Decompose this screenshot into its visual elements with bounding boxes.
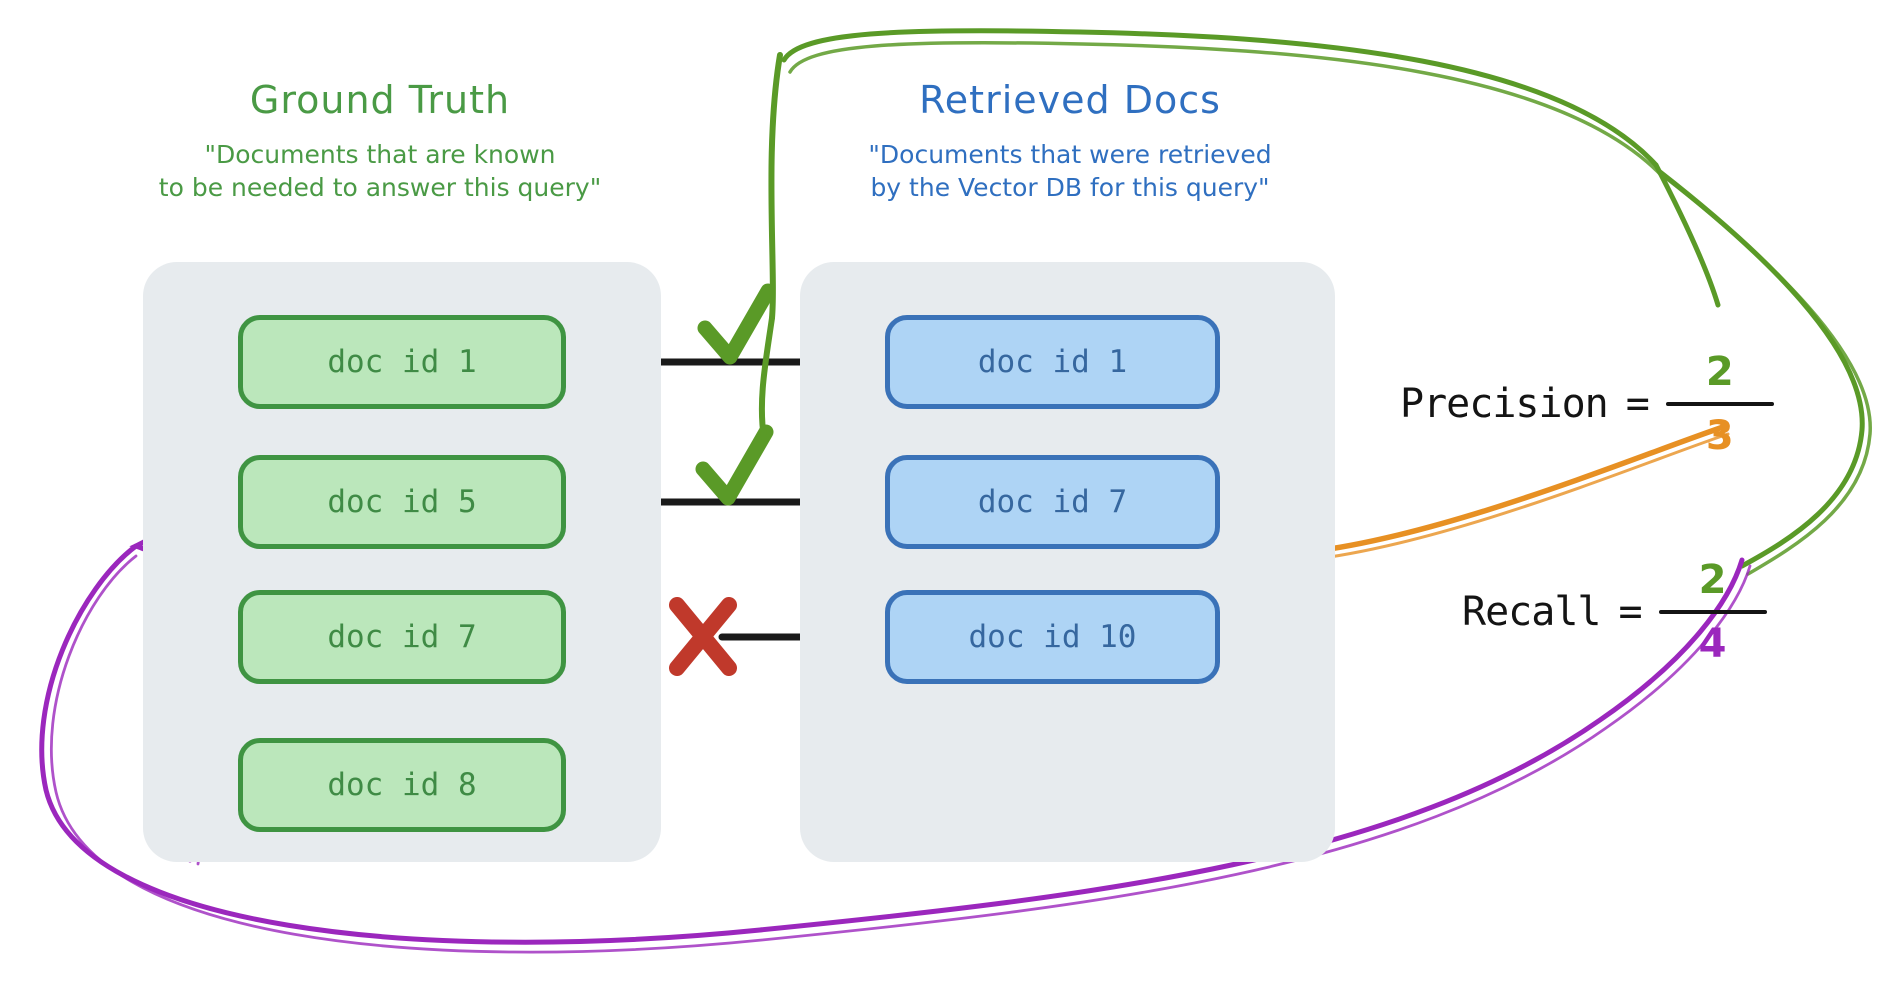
recall-label: Recall — [1462, 589, 1601, 635]
retrieved-docs-title: Retrieved Docs — [919, 78, 1221, 122]
precision-fraction: 2 3 — [1665, 349, 1774, 459]
recall-equals-sign: = — [1618, 589, 1643, 635]
ground-truth-doc-chip-4[interactable]: doc id 8 — [238, 738, 566, 832]
ground-truth-heading: Ground Truth "Documents that are known t… — [100, 78, 660, 204]
retrieved-doc-label-1: doc id 1 — [977, 344, 1128, 380]
precision-formula: Precision = 2 3 — [1400, 352, 1774, 456]
ground-truth-subtitle-line1: "Documents that are known — [204, 140, 556, 169]
precision-numerator: 2 — [1705, 349, 1734, 395]
retrieved-doc-chip-3[interactable]: doc id 10 — [885, 590, 1220, 684]
precision-denominator: 3 — [1705, 413, 1734, 459]
ground-truth-doc-label-3: doc id 7 — [327, 619, 477, 655]
recall-fraction: 2 4 — [1658, 557, 1767, 667]
recall-denominator: 4 — [1698, 621, 1727, 667]
ground-truth-subtitle-line2: to be needed to answer this query" — [158, 173, 602, 202]
recall-formula: Recall = 2 4 — [1462, 560, 1767, 664]
precision-label: Precision — [1400, 381, 1609, 427]
ground-truth-doc-label-4: doc id 8 — [327, 767, 477, 803]
retrieved-doc-label-2: doc id 7 — [977, 484, 1128, 520]
precision-fraction-bar — [1665, 402, 1774, 406]
ground-truth-doc-chip-2[interactable]: doc id 5 — [238, 455, 566, 549]
retrieved-doc-chip-2[interactable]: doc id 7 — [885, 455, 1220, 549]
ground-truth-doc-chip-3[interactable]: doc id 7 — [238, 590, 566, 684]
ground-truth-title: Ground Truth — [249, 78, 511, 122]
ground-truth-doc-label-1: doc id 1 — [327, 344, 477, 380]
cross-mark-icon — [669, 597, 737, 676]
precision-equals-sign: = — [1625, 381, 1650, 427]
retrieved-doc-chip-1[interactable]: doc id 1 — [885, 315, 1220, 409]
ground-truth-doc-chip-1[interactable]: doc id 1 — [238, 315, 566, 409]
recall-numerator: 2 — [1698, 557, 1727, 603]
check-link-stroke — [758, 52, 783, 441]
check-mark-icon-2 — [695, 424, 774, 506]
retrieved-docs-subtitle-line2: by the Vector DB for this query" — [870, 173, 1270, 202]
recall-fraction-bar — [1658, 610, 1767, 614]
retrieved-docs-subtitle: "Documents that were retrieved by the Ve… — [790, 138, 1350, 204]
ground-truth-doc-label-2: doc id 5 — [327, 484, 477, 520]
retrieved-doc-label-3: doc id 10 — [968, 619, 1137, 655]
retrieved-docs-heading: Retrieved Docs "Documents that were retr… — [790, 78, 1350, 204]
retrieved-docs-subtitle-line1: "Documents that were retrieved — [868, 140, 1272, 169]
ground-truth-subtitle: "Documents that are known to be needed t… — [100, 138, 660, 204]
check-mark-icon-1 — [697, 283, 776, 365]
